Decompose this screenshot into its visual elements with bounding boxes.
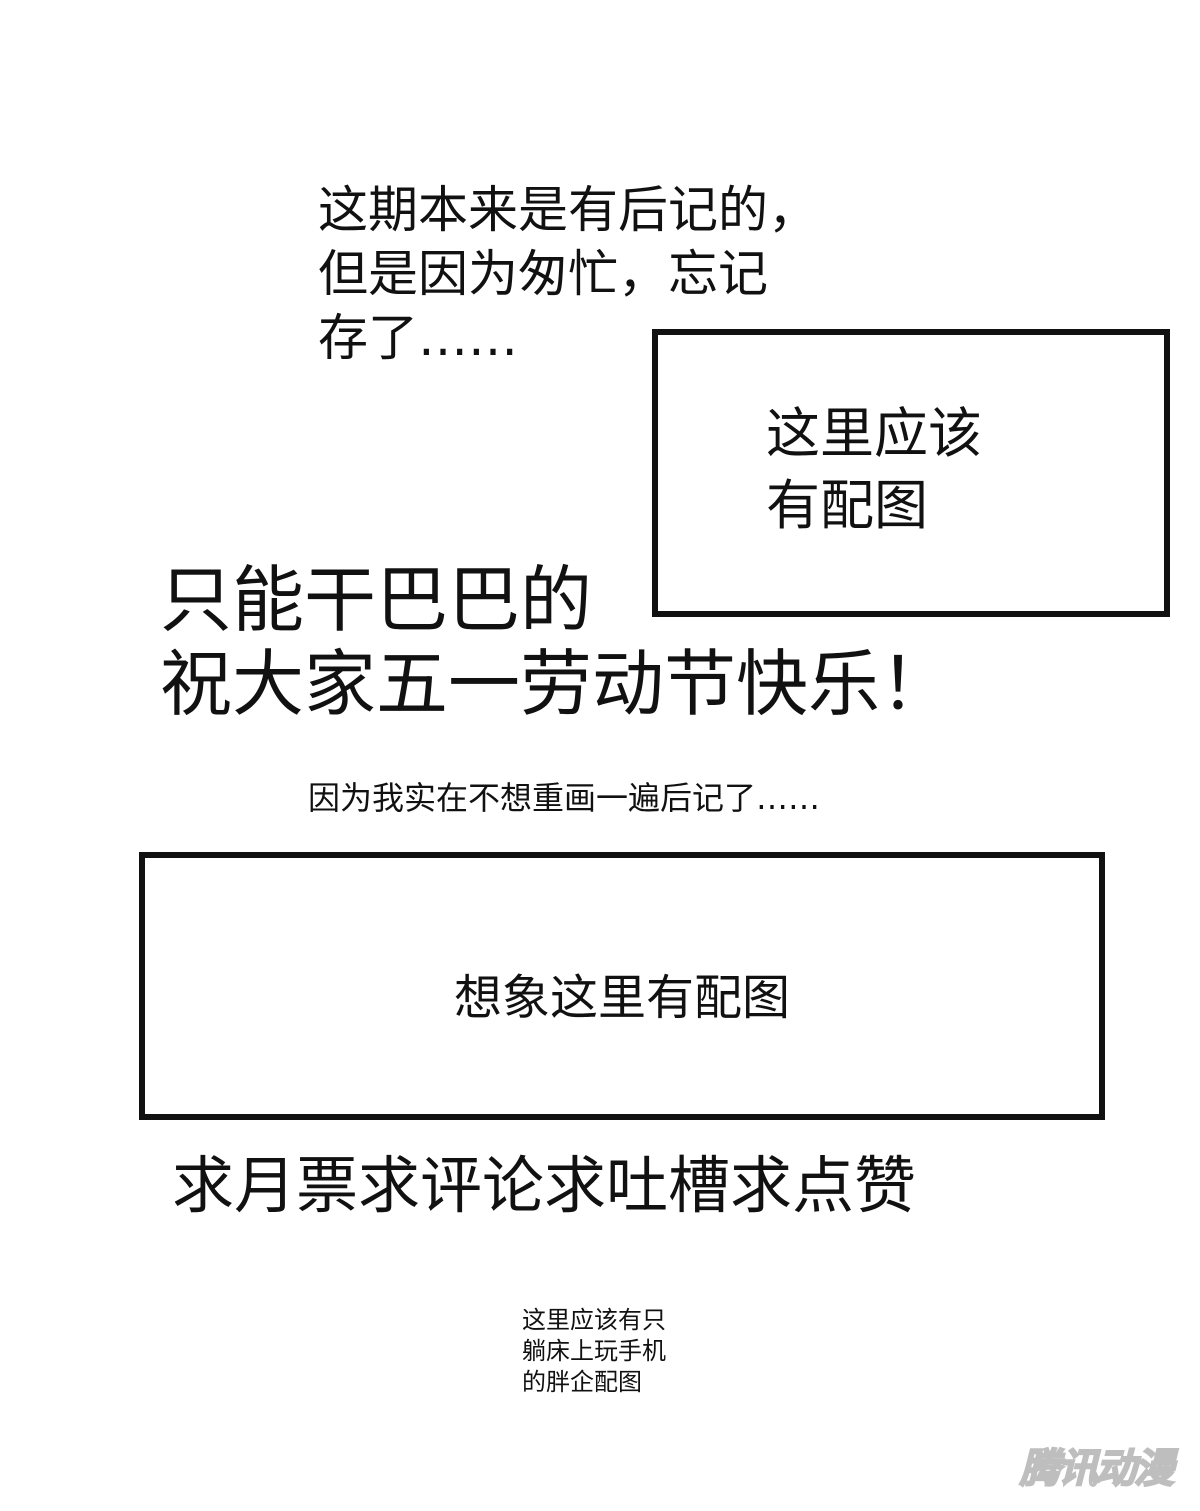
image-placeholder-box-2: 想象这里有配图 — [139, 852, 1105, 1120]
placeholder-box-1-line-1: 这里应该 — [766, 402, 982, 465]
small-note-line-3: 的胖企配图 — [522, 1368, 642, 1396]
intro-line-3: 存了…… — [318, 309, 518, 367]
image-placeholder-box-1: 这里应该 有配图 — [652, 329, 1170, 617]
small-note-line-2: 躺床上玩手机 — [522, 1337, 666, 1365]
watermark-logo: 腾讯动漫 — [1019, 1445, 1175, 1493]
placeholder-box-2-text: 想象这里有配图 — [453, 970, 790, 1026]
holiday-wish: 只能干巴巴的 祝大家五一劳动节快乐！ — [160, 558, 952, 726]
support-request: 求月票求评论求吐槽求点赞 — [172, 1149, 917, 1222]
intro-line-1: 这期本来是有后记的， — [318, 181, 818, 239]
afterword-note: 因为我实在不想重画一遍后记了…… — [308, 779, 821, 817]
small-placeholder-note: 这里应该有只 躺床上玩手机 的胖企配图 — [522, 1305, 666, 1398]
placeholder-box-1-line-2: 有配图 — [766, 474, 928, 537]
intro-line-2: 但是因为匆忙，忘记 — [318, 245, 768, 303]
intro-text: 这期本来是有后记的， 但是因为匆忙，忘记 存了…… — [318, 178, 818, 370]
placeholder-box-1-text: 这里应该 有配图 — [766, 398, 982, 542]
wish-line-1: 只能干巴巴的 — [160, 558, 593, 642]
small-note-line-1: 这里应该有只 — [522, 1306, 666, 1334]
wish-line-2: 祝大家五一劳动节快乐！ — [160, 642, 953, 726]
